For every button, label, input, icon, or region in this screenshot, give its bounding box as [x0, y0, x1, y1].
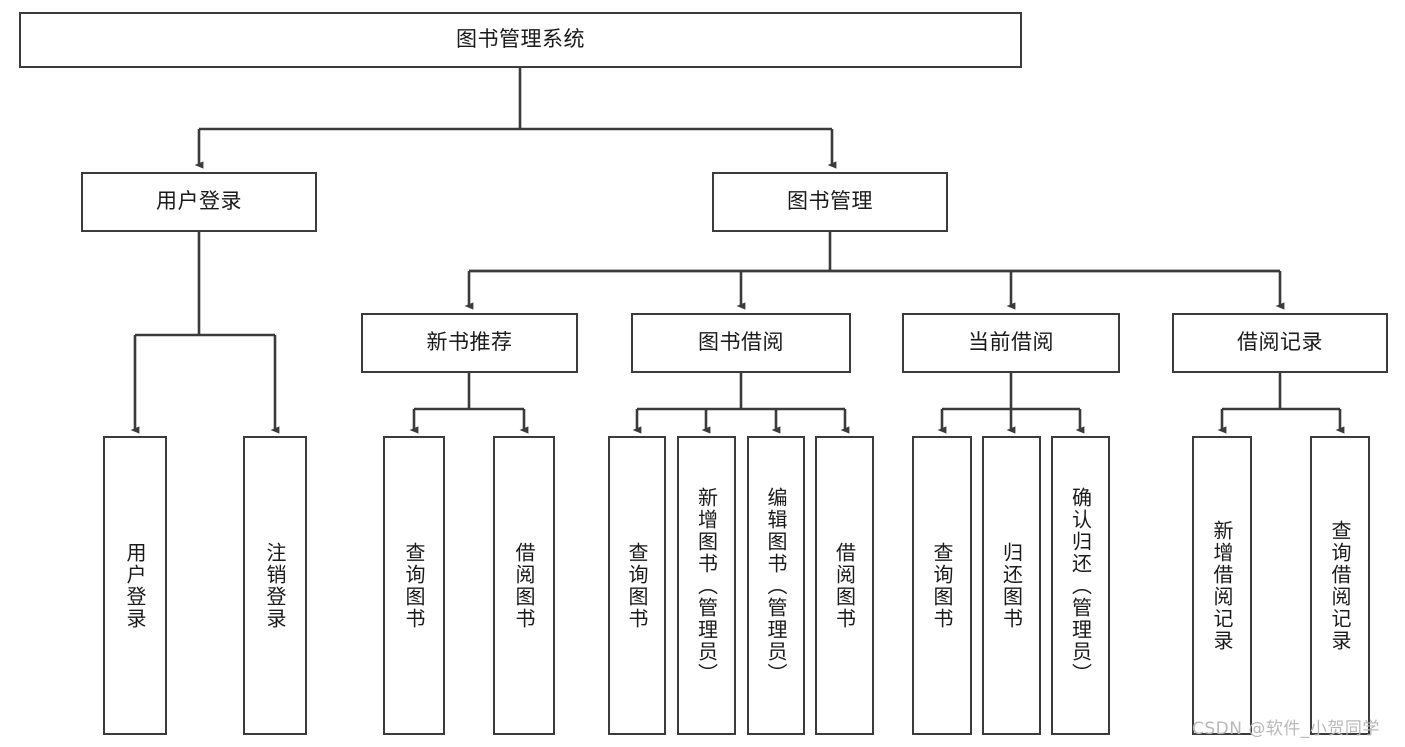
leaf-edit-book-label: 编辑图书（管理员）	[764, 486, 788, 685]
leaf-query-record-label: 查询借阅记录	[1328, 519, 1352, 652]
node-book-borrow[interactable]: 图书借阅	[631, 313, 851, 373]
leaf-add-book-label: 新增图书（管理员）	[694, 486, 719, 685]
node-book-borrow-label: 图书借阅	[698, 330, 784, 355]
node-current-borrow[interactable]: 当前借阅	[902, 313, 1120, 373]
leaf-borrow-book-1-label: 借阅图书	[512, 541, 536, 630]
leaf-add-record[interactable]: 新增借阅记录	[1192, 436, 1252, 735]
node-root-label: 图书管理系统	[456, 27, 585, 52]
node-current-borrow-label: 当前借阅	[968, 330, 1054, 355]
leaf-confirm-return[interactable]: 确认归还（管理员）	[1051, 436, 1110, 735]
leaf-query-book-2-label: 查询图书	[625, 541, 649, 630]
node-book-management-label: 图书管理	[787, 189, 873, 214]
leaf-query-book-1-label: 查询图书	[402, 541, 426, 630]
leaf-edit-book[interactable]: 编辑图书（管理员）	[747, 436, 805, 735]
leaf-query-book-1[interactable]: 查询图书	[383, 436, 445, 735]
leaf-confirm-return-label: 确认归还（管理员）	[1068, 486, 1093, 685]
node-user-login[interactable]: 用户登录	[81, 172, 317, 232]
leaf-query-book-3[interactable]: 查询图书	[912, 436, 972, 735]
node-borrow-record-label: 借阅记录	[1237, 330, 1323, 355]
leaf-add-book[interactable]: 新增图书（管理员）	[677, 436, 736, 735]
node-user-login-label: 用户登录	[156, 189, 242, 214]
leaf-logout-login[interactable]: 注销登录	[243, 436, 307, 735]
node-borrow-record[interactable]: 借阅记录	[1172, 313, 1388, 373]
leaf-user-login[interactable]: 用户登录	[103, 436, 167, 735]
node-root[interactable]: 图书管理系统	[19, 12, 1022, 68]
leaf-borrow-book-1[interactable]: 借阅图书	[493, 436, 555, 735]
leaf-borrow-book-2-label: 借阅图书	[832, 541, 857, 630]
leaf-return-book-label: 归还图书	[999, 541, 1024, 630]
node-new-book-recommend-label: 新书推荐	[426, 330, 513, 355]
leaf-user-login-label: 用户登录	[123, 541, 147, 630]
node-new-book-recommend[interactable]: 新书推荐	[361, 313, 578, 373]
watermark-text: CSDN @软件_小贺同学	[1192, 719, 1380, 739]
leaf-query-record[interactable]: 查询借阅记录	[1310, 436, 1370, 735]
leaf-add-record-label: 新增借阅记录	[1210, 519, 1234, 652]
leaf-return-book[interactable]: 归还图书	[982, 436, 1041, 735]
leaf-logout-login-label: 注销登录	[263, 541, 287, 630]
leaf-query-book-3-label: 查询图书	[930, 541, 954, 630]
leaf-query-book-2[interactable]: 查询图书	[608, 436, 666, 735]
node-book-management[interactable]: 图书管理	[712, 172, 948, 232]
leaf-borrow-book-2[interactable]: 借阅图书	[815, 436, 874, 735]
